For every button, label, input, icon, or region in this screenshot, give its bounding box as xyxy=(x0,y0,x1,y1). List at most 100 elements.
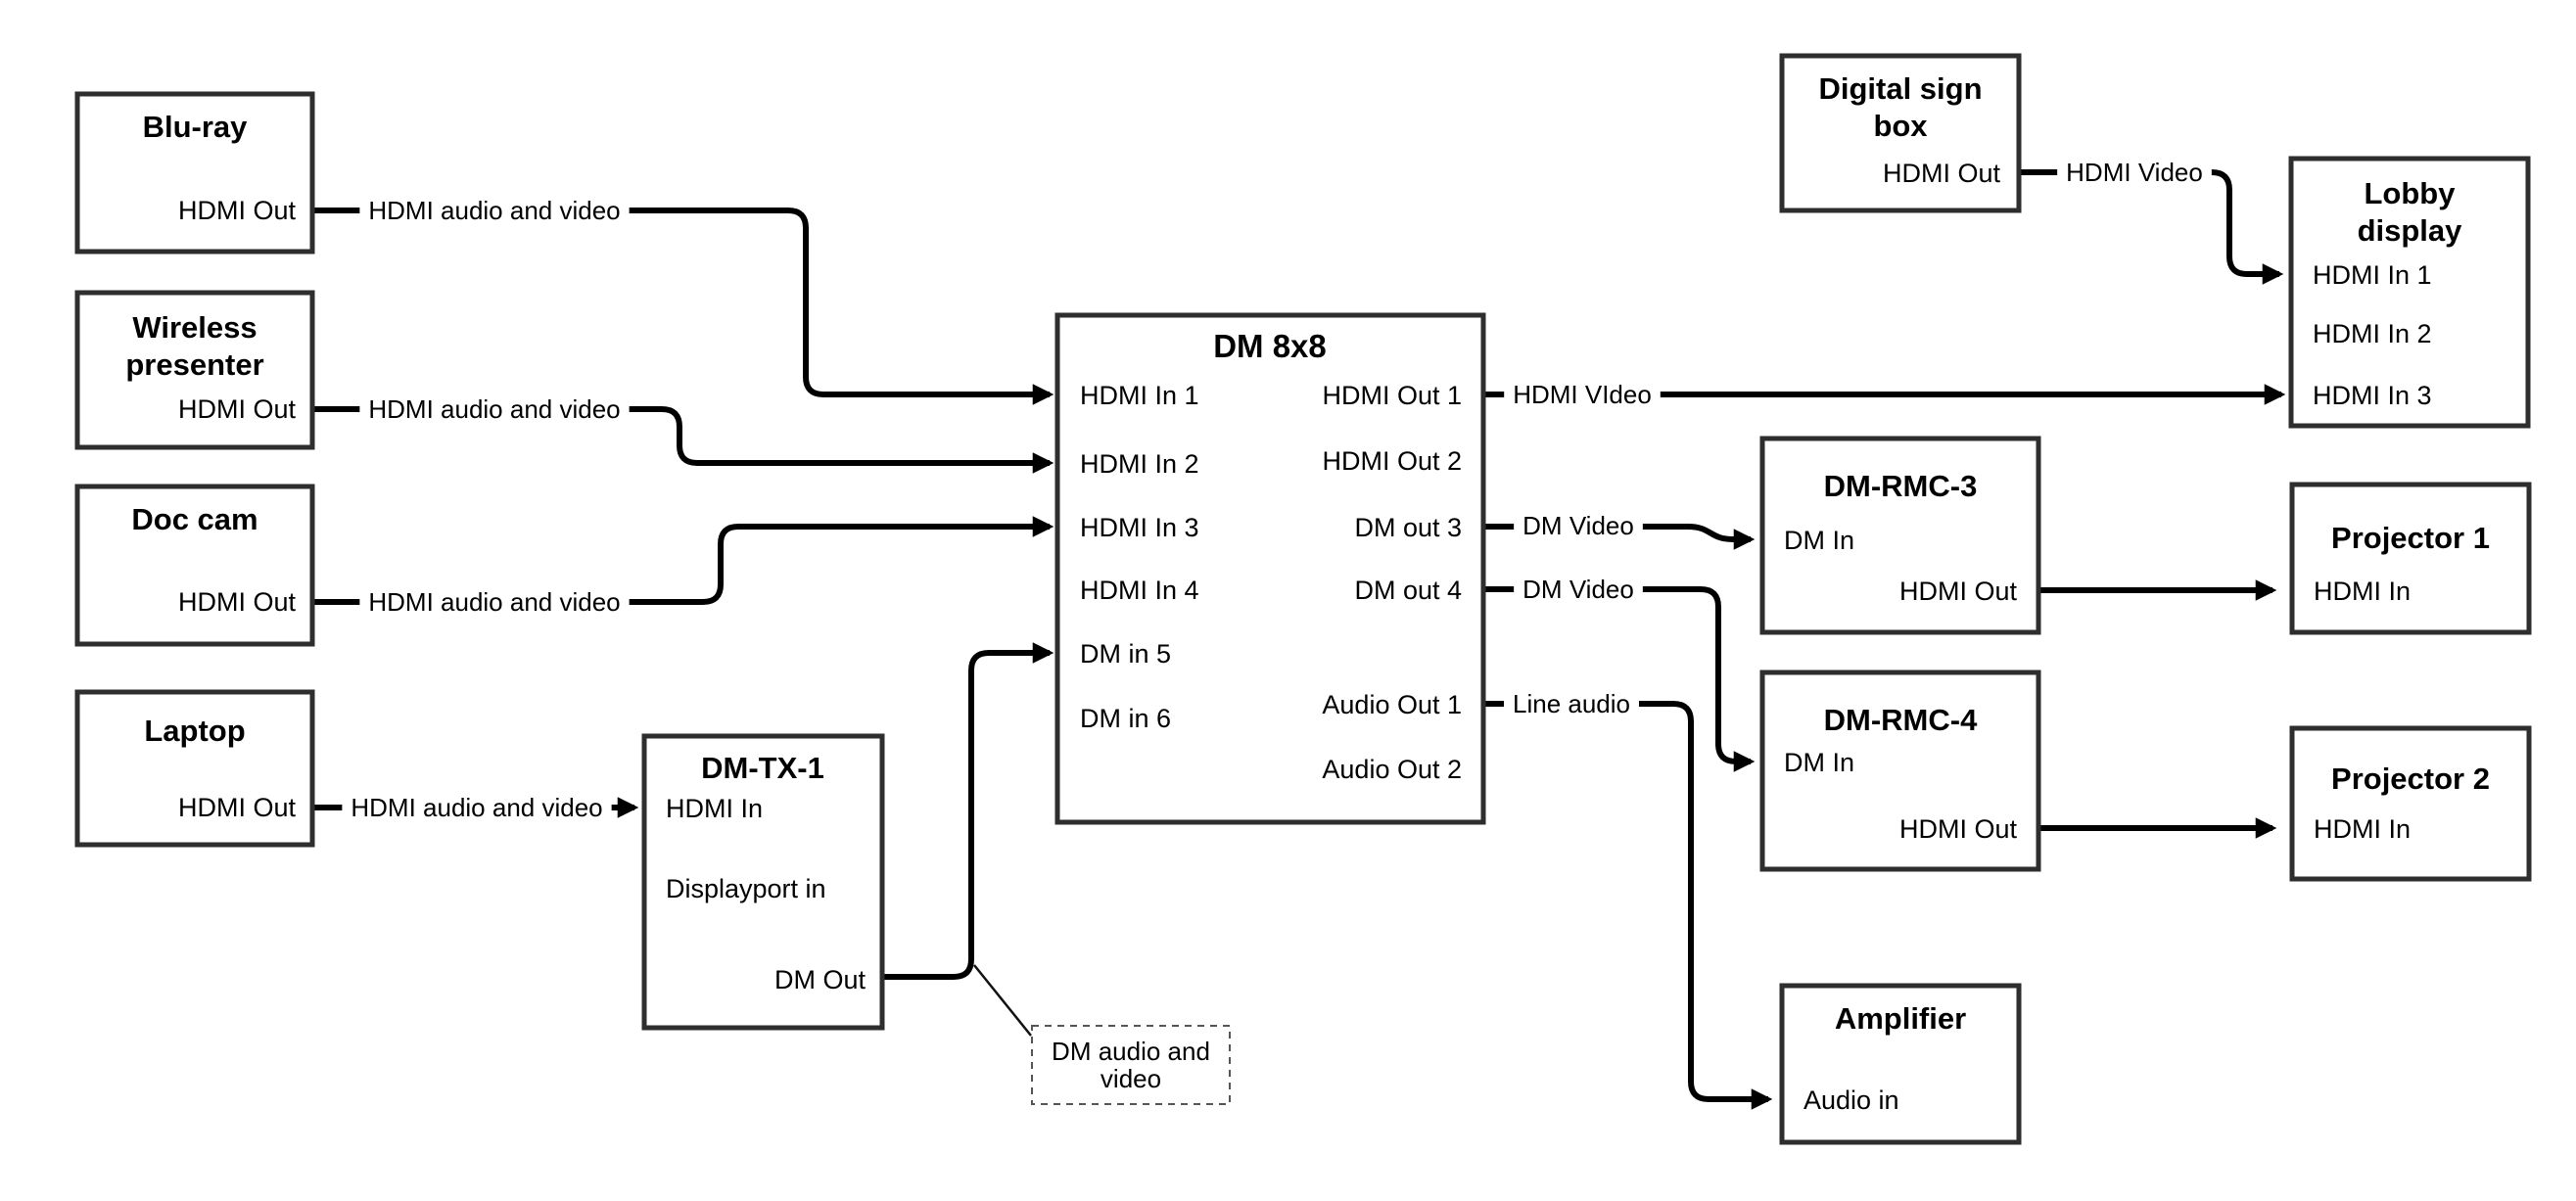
amplifier-title: Amplifier xyxy=(1835,1001,1966,1036)
edge-label-dm-video-out3: DM Video xyxy=(1514,509,1643,542)
projector-1-box xyxy=(2289,482,2532,635)
laptop-port-hdmi-out: HDMI Out xyxy=(178,793,297,822)
edge-label-doccam-line: HDMI audio and video xyxy=(359,585,630,619)
dm-8x8-port-hdmi-out-2: HDMI Out 2 xyxy=(1322,446,1462,476)
edge-label-bluray-line: HDMI audio and video xyxy=(359,194,630,227)
edge-label-bg xyxy=(1514,573,1643,606)
dm-rmc-3-box xyxy=(1759,436,2041,635)
node-digital-sign-box: Digital sign box HDMI Out xyxy=(1779,53,2022,213)
node-lobby-display: Lobby display HDMI In 1 HDMI In 2 HDMI I… xyxy=(2288,156,2531,429)
projector-2-port-hdmi-in: HDMI In xyxy=(2314,814,2411,844)
note-dm-audio-and-video: DM audio and video xyxy=(973,964,1231,1105)
lobby-display-title-line1: Lobby xyxy=(2365,176,2457,210)
digital-sign-port-hdmi-out: HDMI Out xyxy=(1883,159,2001,188)
lobby-port-hdmi-in-2: HDMI In 2 xyxy=(2313,319,2432,348)
node-dm-rmc-4: DM-RMC-4 DM In HDMI Out xyxy=(1759,670,2041,872)
dm-8x8-port-dm-out-3: DM out 3 xyxy=(1354,513,1462,542)
edge-label-line-audio: Line audio xyxy=(1504,687,1639,720)
lobby-display-title-line2: display xyxy=(2358,213,2463,248)
dm-rmc-3-title: DM-RMC-3 xyxy=(1824,469,1978,503)
node-dm-8x8: DM 8x8 HDMI In 1 HDMI In 2 HDMI In 3 HDM… xyxy=(1054,312,1486,825)
connector-bluray-to-dm8x8-in1 xyxy=(312,208,1054,405)
dm-8x8-port-hdmi-in-3: HDMI In 3 xyxy=(1080,513,1199,542)
wireless-presenter-title-line1: Wireless xyxy=(132,310,257,345)
projector-1-port-hdmi-in: HDMI In xyxy=(2314,577,2411,606)
wireless-port-hdmi-out: HDMI Out xyxy=(178,394,297,424)
connector-dm8x8-out3-to-dmrmc3 xyxy=(1483,524,1756,550)
edge-label-text: DM Video xyxy=(1522,511,1634,540)
dm-8x8-port-hdmi-in-1: HDMI In 1 xyxy=(1080,381,1199,410)
connector-digitalsign-to-lobby-in1 xyxy=(2019,169,2284,285)
node-projector-2: Projector 2 HDMI In xyxy=(2289,725,2532,882)
edge-label-text: HDMI audio and video xyxy=(351,793,602,822)
dm-8x8-port-audio-out-1: Audio Out 1 xyxy=(1322,690,1462,719)
dm-tx-1-port-dm-out: DM Out xyxy=(774,965,866,994)
lobby-port-hdmi-in-3: HDMI In 3 xyxy=(2313,381,2432,410)
digital-sign-title-line1: Digital sign xyxy=(1818,71,1982,106)
connector-doccam-to-dm8x8-in3 xyxy=(312,516,1054,605)
dm-8x8-port-dm-out-4: DM out 4 xyxy=(1354,576,1462,605)
dm-tx-1-port-hdmi-in: HDMI In xyxy=(666,794,763,823)
note-text-line2: video xyxy=(1101,1064,1161,1093)
edge-label-text: HDMI audio and video xyxy=(368,196,620,225)
edge-label-hdmi-video-out1: HDMI VIdeo xyxy=(1504,378,1661,411)
edge-label-text: HDMI audio and video xyxy=(368,394,620,424)
dm-rmc-4-box xyxy=(1759,670,2041,872)
dm-rmc-4-title: DM-RMC-4 xyxy=(1824,703,1978,737)
node-dm-tx-1: DM-TX-1 HDMI In Displayport in DM Out xyxy=(641,733,885,1031)
connector-dm8x8-out4-to-dmrmc4 xyxy=(1483,586,1756,772)
edge-label-bg xyxy=(359,393,630,426)
bluray-title: Blu-ray xyxy=(143,110,249,144)
projector-1-title: Projector 1 xyxy=(2331,521,2490,555)
edge-label-bg xyxy=(359,194,630,227)
digital-sign-box xyxy=(1779,53,2022,213)
node-doc-cam: Doc cam HDMI Out xyxy=(74,484,315,647)
dm-8x8-port-audio-out-2: Audio Out 2 xyxy=(1322,755,1462,784)
node-amplifier: Amplifier Audio in xyxy=(1779,983,2022,1145)
note-box xyxy=(1031,1025,1231,1105)
doc-cam-port-hdmi-out: HDMI Out xyxy=(178,587,297,617)
edge-label-text: Line audio xyxy=(1513,689,1630,718)
connector-wireless-to-dm8x8-in2 xyxy=(312,406,1054,474)
lobby-display-box xyxy=(2288,156,2531,429)
amplifier-box xyxy=(1779,983,2022,1145)
doc-cam-title: Doc cam xyxy=(131,502,258,536)
edge-label-bg xyxy=(1514,509,1643,542)
edge-label-text: HDMI audio and video xyxy=(368,587,620,617)
edge-label-bg xyxy=(1504,687,1639,720)
dm-rmc-3-port-hdmi-out: HDMI Out xyxy=(1899,577,2018,606)
edge-label-wireless-line: HDMI audio and video xyxy=(359,393,630,426)
wireless-presenter-box xyxy=(74,290,315,450)
bluray-box xyxy=(74,91,315,254)
edge-label-laptop-line: HDMI audio and video xyxy=(342,791,612,824)
lobby-port-hdmi-in-1: HDMI In 1 xyxy=(2313,260,2432,290)
node-projector-1: Projector 1 HDMI In xyxy=(2289,482,2532,635)
node-wireless-presenter: Wireless presenter HDMI Out xyxy=(74,290,315,450)
edge-label-text: DM Video xyxy=(1522,575,1634,604)
dm-8x8-title: DM 8x8 xyxy=(1213,328,1327,364)
dm-rmc-4-port-hdmi-out: HDMI Out xyxy=(1899,814,2018,844)
node-dm-rmc-3: DM-RMC-3 DM In HDMI Out xyxy=(1759,436,2041,635)
wireless-presenter-title-line2: presenter xyxy=(125,347,263,382)
laptop-title: Laptop xyxy=(144,714,245,748)
edge-label-bg xyxy=(2057,156,2212,189)
doc-cam-box xyxy=(74,484,315,647)
edge-label-text: HDMI VIdeo xyxy=(1513,380,1652,409)
edge-label-text: HDMI Video xyxy=(2066,158,2203,187)
connector-dm8x8-audio1-to-amplifier xyxy=(1483,701,1773,1110)
dm-8x8-port-hdmi-in-2: HDMI In 2 xyxy=(1080,449,1199,479)
dm-rmc-3-port-dm-in: DM In xyxy=(1784,526,1854,555)
dm-8x8-port-hdmi-in-4: HDMI In 4 xyxy=(1080,576,1199,605)
dm-8x8-port-dm-in-6: DM in 6 xyxy=(1080,704,1171,733)
dm-rmc-4-port-dm-in: DM In xyxy=(1784,748,1854,777)
dm-8x8-port-hdmi-out-1: HDMI Out 1 xyxy=(1322,381,1462,410)
edge-label-bg xyxy=(359,585,630,619)
edge-label-bg xyxy=(1504,378,1661,411)
dm-tx-1-port-displayport-in: Displayport in xyxy=(666,874,826,903)
digital-sign-title-line2: box xyxy=(1873,109,1928,143)
laptop-box xyxy=(74,689,315,848)
bluray-port-hdmi-out: HDMI Out xyxy=(178,196,297,225)
dm-tx-1-title: DM-TX-1 xyxy=(701,751,824,785)
